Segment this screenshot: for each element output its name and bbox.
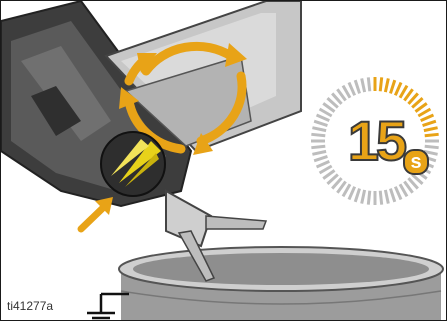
adjustment-knob: [101, 132, 165, 196]
timer-tick: [349, 187, 355, 200]
pointer-arrow-icon: [81, 197, 113, 229]
timer-tick: [385, 78, 388, 92]
timer-tick: [362, 190, 365, 204]
bucket: [119, 247, 443, 320]
timer-tick: [368, 191, 369, 205]
timer-tick: [312, 128, 326, 131]
timer-tick: [349, 83, 355, 96]
timer-unit: s: [403, 149, 429, 175]
timer-tick: [355, 189, 359, 202]
figure-id-label: ti41277a: [7, 299, 53, 313]
timer-tick: [362, 78, 365, 92]
timer-tick: [390, 80, 394, 93]
timer-tick: [355, 80, 359, 93]
timer-tick: [425, 134, 439, 135]
timer-tick: [390, 189, 394, 202]
timer-tick: [385, 190, 388, 204]
timer-tick: [395, 83, 401, 96]
timer-tick: [380, 191, 381, 205]
timer-tick: [425, 146, 439, 147]
timer-tick: [368, 77, 369, 91]
timer-tick: [395, 187, 401, 200]
timer-tick: [380, 77, 381, 91]
timer-tick: [311, 134, 325, 135]
timer-tick: [312, 151, 326, 154]
timer-tick: [311, 146, 325, 147]
